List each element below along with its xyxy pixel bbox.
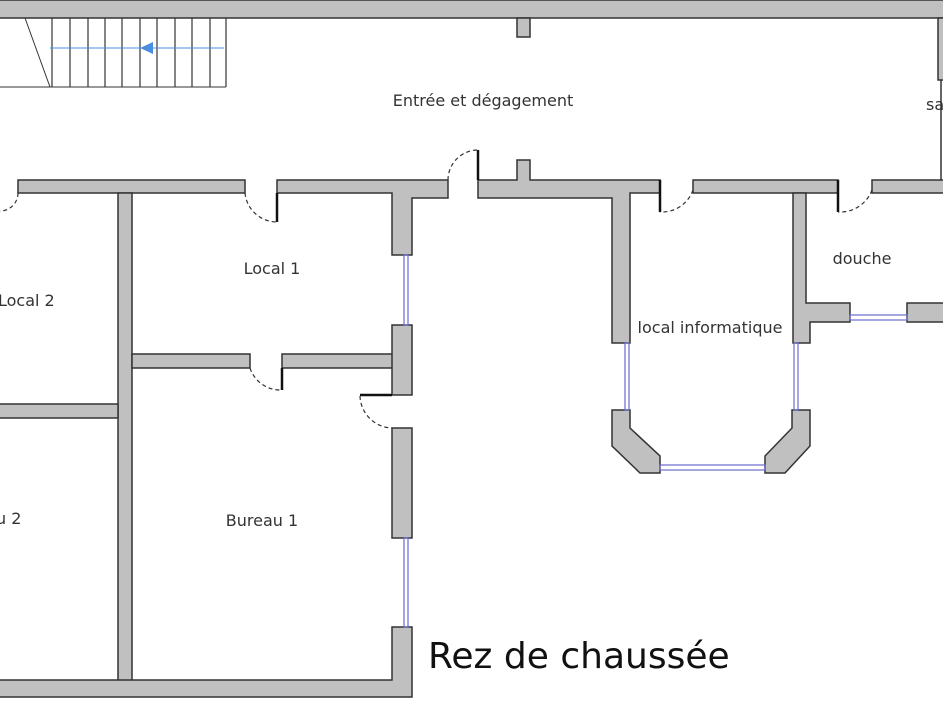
room-label-douche: douche (833, 249, 892, 268)
window (624, 342, 630, 411)
corridor-wall (276, 179, 449, 256)
facade-wall (391, 427, 413, 539)
room-label-local-2: Local 2 (0, 291, 55, 310)
door-swing (0, 192, 19, 212)
douche-wall (792, 192, 851, 344)
corridor-wall (17, 179, 246, 194)
wall-stub (516, 17, 531, 38)
door-swing (659, 189, 694, 213)
room-label-bureau-1: Bureau 1 (226, 511, 298, 530)
room-label-local-1: Local 1 (244, 259, 301, 278)
room-label-bureau-2: u 2 (0, 509, 21, 528)
window (849, 314, 908, 321)
stair-arrow-icon (140, 42, 153, 54)
room-label-entree: Entrée et dégagement (393, 91, 574, 110)
staircase (0, 17, 227, 88)
partition-wall (391, 324, 413, 396)
door-swing (837, 189, 873, 213)
room-labels: Entrée et dégagement sa Local 1 Local 2 … (0, 91, 943, 677)
bay-wall (611, 409, 661, 474)
bottom-wall (0, 626, 413, 698)
partition-wall (281, 353, 394, 369)
windows (403, 254, 908, 628)
top-wall (0, 0, 943, 19)
door-swing (359, 395, 393, 429)
corridor-wall (477, 159, 661, 344)
room-label-local-informatique: local informatique (638, 318, 783, 337)
room-label-salle: sa (926, 95, 943, 114)
partition-wall (131, 353, 251, 369)
douche-wall (906, 302, 943, 323)
window (659, 464, 766, 471)
window (793, 342, 799, 411)
door-swing (244, 192, 278, 223)
stair-steps (51, 18, 227, 87)
window (403, 254, 409, 326)
door-swing (249, 367, 283, 391)
stair-edge (24, 17, 51, 88)
bay-wall (764, 409, 811, 474)
doors (0, 149, 873, 429)
window (403, 537, 409, 628)
door-swing (447, 149, 479, 181)
floor-title: Rez de chaussée (428, 636, 730, 677)
partition-wall (117, 192, 133, 684)
partition-wall (0, 403, 119, 419)
corridor-wall (871, 179, 943, 194)
corridor-wall (692, 179, 839, 194)
right-wall (937, 17, 943, 81)
